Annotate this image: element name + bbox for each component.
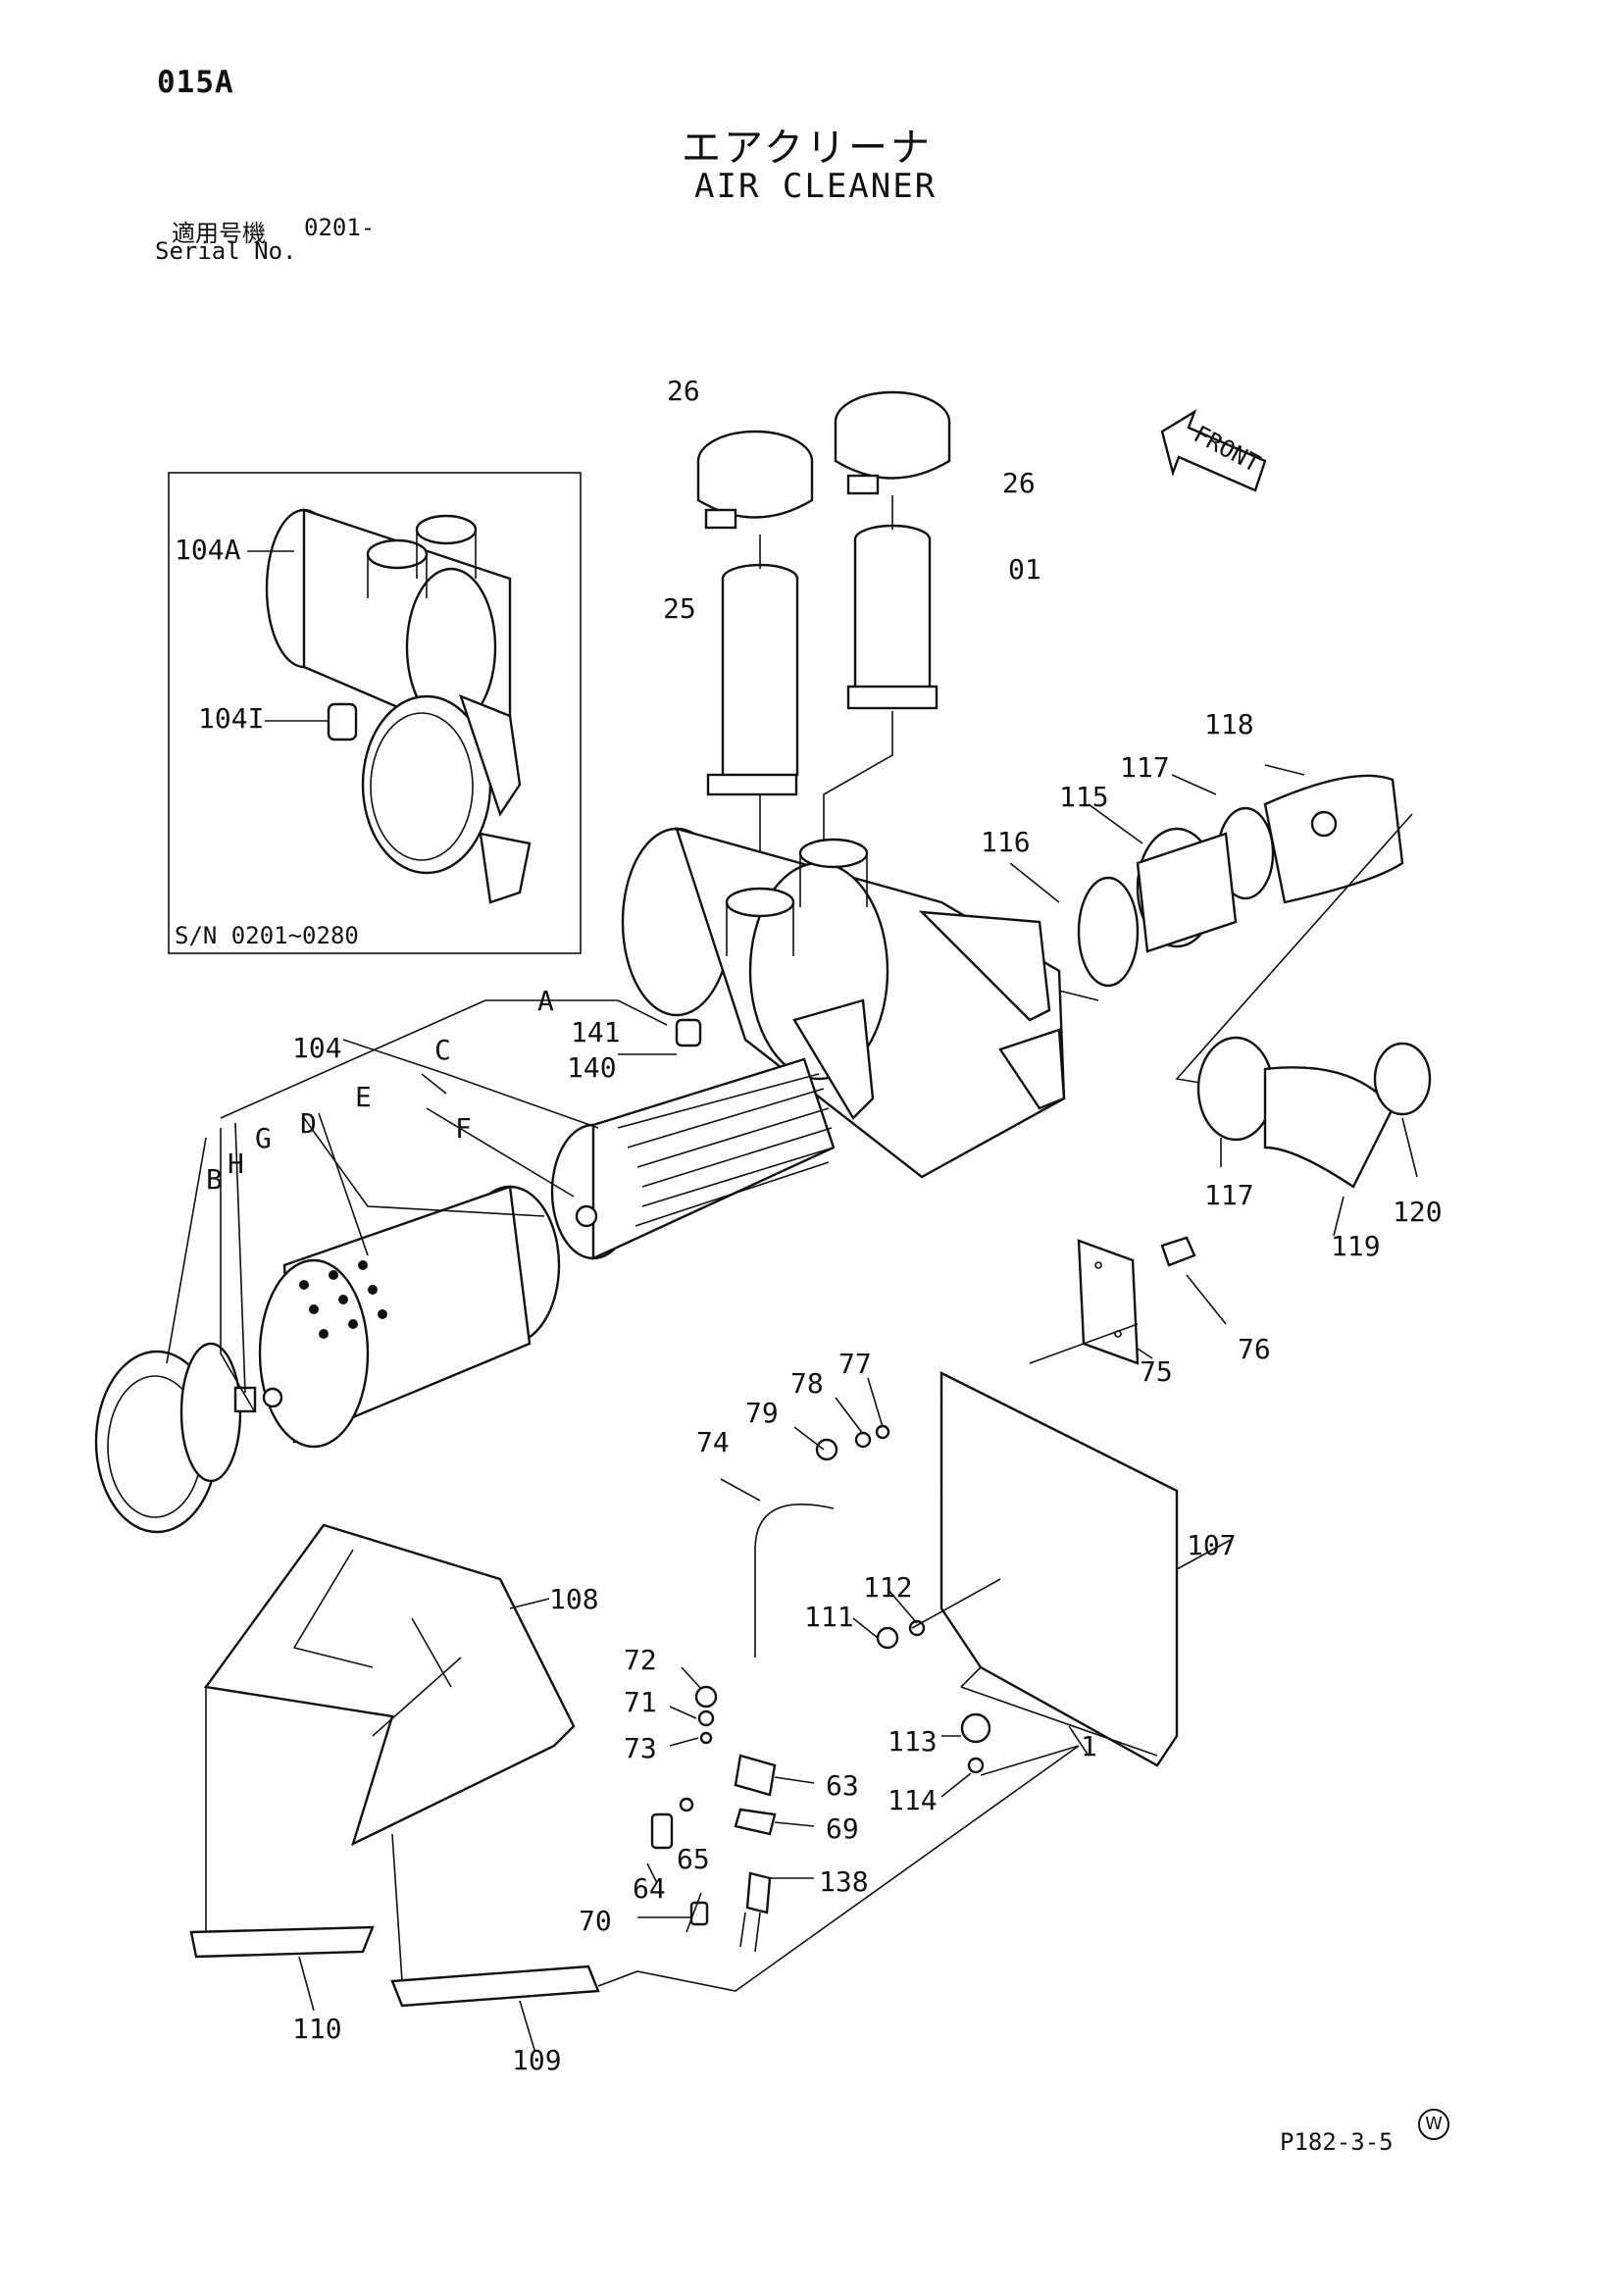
callout-138: 138 xyxy=(819,1865,869,1898)
callout-104A: 104A xyxy=(175,534,241,566)
callout-119: 119 xyxy=(1331,1230,1381,1262)
callout-C: C xyxy=(434,1034,451,1066)
callout-73: 73 xyxy=(624,1732,657,1764)
callout-B: B xyxy=(206,1163,223,1196)
callout-117-lower: 117 xyxy=(1204,1179,1254,1211)
title-english: AIR CLEANER xyxy=(694,167,938,206)
callout-D: D xyxy=(300,1107,317,1140)
callout-120: 120 xyxy=(1393,1196,1443,1228)
serial-label-english: Serial No. xyxy=(155,237,297,265)
callout-107: 107 xyxy=(1187,1529,1237,1561)
callout-113: 113 xyxy=(888,1725,938,1758)
callout-74: 74 xyxy=(696,1426,730,1458)
callout-115: 115 xyxy=(1059,781,1109,813)
callout-63: 63 xyxy=(826,1769,859,1802)
callout-E: E xyxy=(355,1081,372,1113)
bracket-107 xyxy=(720,1236,1232,1767)
callout-G: G xyxy=(255,1122,272,1154)
callout-117-upper: 117 xyxy=(1120,751,1170,784)
inset-variant-diagram: 104A 104I S/N 0201~0280 xyxy=(168,472,582,954)
callout-110: 110 xyxy=(292,2013,342,2045)
callout-108: 108 xyxy=(549,1583,599,1615)
callout-111: 111 xyxy=(804,1601,854,1633)
callout-labels: 26 26 25 01 118 117 115 116 A 141 140 10… xyxy=(206,375,1443,2076)
air-cleaner-housing xyxy=(94,827,1066,1534)
callout-65: 65 xyxy=(677,1843,710,1875)
callout-A: A xyxy=(537,985,554,1017)
callout-H: H xyxy=(228,1148,244,1180)
callout-71: 71 xyxy=(624,1686,657,1718)
callout-26-right: 26 xyxy=(1002,467,1036,499)
front-direction-arrow: FRONT xyxy=(1160,409,1267,492)
callout-78: 78 xyxy=(790,1367,824,1400)
sensor-hardware xyxy=(637,1666,1090,1953)
callout-104: 104 xyxy=(292,1032,342,1064)
callout-116: 116 xyxy=(981,826,1031,858)
w-mark: W xyxy=(1418,2109,1449,2140)
callout-26-left: 26 xyxy=(667,375,700,407)
callout-72: 72 xyxy=(624,1644,657,1676)
callout-25: 25 xyxy=(663,592,696,625)
strap-109 xyxy=(390,1745,1080,2051)
callout-70: 70 xyxy=(579,1905,612,1937)
callout-109: 109 xyxy=(512,2044,562,2076)
callout-76: 76 xyxy=(1238,1333,1271,1365)
serial-label-japanese: 適用号機 xyxy=(172,220,266,247)
callout-1: 1 xyxy=(1081,1730,1097,1762)
callout-01: 01 xyxy=(1008,553,1041,586)
callout-141: 141 xyxy=(571,1016,621,1048)
callout-114: 114 xyxy=(888,1784,938,1816)
callout-104I: 104I xyxy=(198,702,264,735)
callout-77: 77 xyxy=(838,1348,872,1380)
inset-caption: S/N 0201~0280 xyxy=(175,922,359,949)
callout-75: 75 xyxy=(1140,1355,1173,1388)
serial-value: 0201- xyxy=(304,214,376,241)
title-japanese: エアクリーナ xyxy=(682,126,933,171)
callout-112: 112 xyxy=(863,1571,913,1604)
callout-69: 69 xyxy=(826,1812,859,1845)
callout-79: 79 xyxy=(745,1397,779,1429)
intake-duct-assembly xyxy=(1009,764,1432,1237)
precleaner-assembly xyxy=(696,390,951,912)
bracket-108 xyxy=(203,1523,576,1982)
callout-F: F xyxy=(455,1112,472,1145)
callout-140: 140 xyxy=(567,1051,617,1084)
callout-118: 118 xyxy=(1204,708,1254,740)
callout-64: 64 xyxy=(633,1872,666,1905)
page-reference: P182-3-5 xyxy=(1280,2128,1394,2156)
page-code: 015A xyxy=(157,65,234,100)
strap-110 xyxy=(189,1925,375,2012)
